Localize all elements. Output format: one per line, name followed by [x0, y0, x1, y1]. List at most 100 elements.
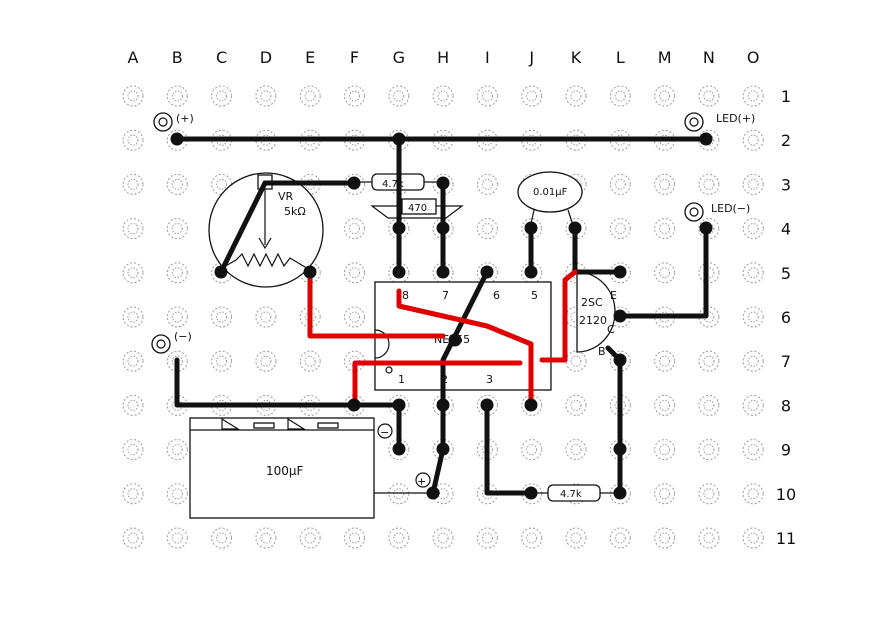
- hole: [255, 306, 277, 328]
- hole: [742, 306, 764, 328]
- hole: [211, 350, 233, 372]
- terminal-minus-label: (−): [174, 330, 192, 343]
- hole: [299, 85, 321, 107]
- solder-point: [436, 221, 450, 235]
- hole: [698, 527, 720, 549]
- capacitor-100uf: 100μF − +: [189, 417, 440, 519]
- hole: [521, 527, 543, 549]
- hole: [609, 173, 631, 195]
- solder-point: [613, 265, 627, 279]
- hole: [698, 350, 720, 372]
- junction-dots: [170, 132, 713, 500]
- hole: [742, 218, 764, 240]
- hole: [742, 394, 764, 416]
- capacitor-small: 0.01μF: [517, 171, 583, 229]
- hole: [166, 85, 188, 107]
- solder-point: [436, 442, 450, 456]
- solder-point: [303, 265, 317, 279]
- hole: [344, 527, 365, 549]
- hole: [166, 439, 188, 461]
- red-wires: [307, 269, 578, 408]
- hole: [609, 85, 631, 107]
- solder-point: [392, 442, 406, 456]
- resistor-row3-label: 4.7k: [382, 179, 404, 190]
- column-header-b: B: [172, 48, 183, 67]
- resistor-470: 470: [370, 198, 464, 219]
- row-header-7: 7: [781, 352, 791, 371]
- hole: [299, 306, 321, 328]
- column-header-l: L: [616, 48, 625, 67]
- solder-point: [613, 486, 627, 500]
- solder-point: [436, 265, 450, 279]
- hole: [122, 306, 144, 328]
- hole: [122, 483, 144, 505]
- hole: [299, 350, 321, 372]
- column-header-h: H: [437, 48, 449, 67]
- hole: [654, 262, 676, 284]
- hole: [654, 527, 676, 549]
- terminal-led-minus-label: LED(−): [711, 202, 750, 215]
- solder-point: [524, 265, 538, 279]
- hole: [742, 129, 764, 151]
- hole: [388, 483, 410, 505]
- hole: [609, 218, 631, 240]
- hole: [565, 350, 587, 372]
- ic-pin-7: 7: [442, 289, 449, 302]
- hole: [211, 85, 233, 107]
- solder-point: [436, 398, 450, 412]
- hole: [211, 527, 233, 549]
- hole: [255, 527, 277, 549]
- hole: [299, 527, 321, 549]
- transistor-2sc2120: 2SC 2120 E C B: [576, 271, 617, 358]
- solder-point: [448, 333, 462, 347]
- solder-point: [214, 265, 228, 279]
- transistor-label-2: 2120: [579, 314, 607, 327]
- hole: [122, 527, 144, 549]
- hole: [166, 218, 188, 240]
- terminal-led-plus: LED(+): [684, 112, 755, 132]
- solder-point: [426, 486, 440, 500]
- hole: [166, 173, 188, 195]
- solder-point: [392, 221, 406, 235]
- hole: [388, 85, 410, 107]
- solder-point: [613, 309, 627, 323]
- hole: [654, 350, 676, 372]
- transistor-b: B: [598, 345, 606, 358]
- hole: [166, 483, 188, 505]
- hole: [565, 394, 587, 416]
- hole: [122, 350, 144, 372]
- hole: [476, 85, 498, 107]
- row-header-5: 5: [781, 264, 791, 283]
- row-header-11: 11: [776, 529, 796, 548]
- hole: [432, 85, 454, 107]
- hole: [565, 439, 587, 461]
- hole: [742, 85, 764, 107]
- hole: [609, 394, 631, 416]
- solder-point: [699, 221, 713, 235]
- column-header-c: C: [216, 48, 227, 67]
- hole: [344, 306, 365, 328]
- hole: [654, 173, 676, 195]
- solder-point: [392, 398, 406, 412]
- solder-point: [392, 132, 406, 146]
- hole: [122, 129, 144, 151]
- hole: [654, 85, 676, 107]
- hole: [654, 394, 676, 416]
- solder-point: [392, 265, 406, 279]
- terminal-led-minus: LED(−): [684, 202, 750, 222]
- solder-point: [347, 176, 361, 190]
- solder-point: [524, 486, 538, 500]
- solder-point: [613, 442, 627, 456]
- vr-value: 5kΩ: [284, 205, 306, 218]
- column-header-e: E: [305, 48, 315, 67]
- hole: [122, 218, 144, 240]
- row-header-10: 10: [776, 485, 796, 504]
- terminal-plus: (+): [153, 112, 194, 132]
- hole: [476, 173, 498, 195]
- solder-point: [613, 353, 627, 367]
- hole: [388, 527, 410, 549]
- hole: [698, 439, 720, 461]
- row-header-4: 4: [781, 220, 791, 239]
